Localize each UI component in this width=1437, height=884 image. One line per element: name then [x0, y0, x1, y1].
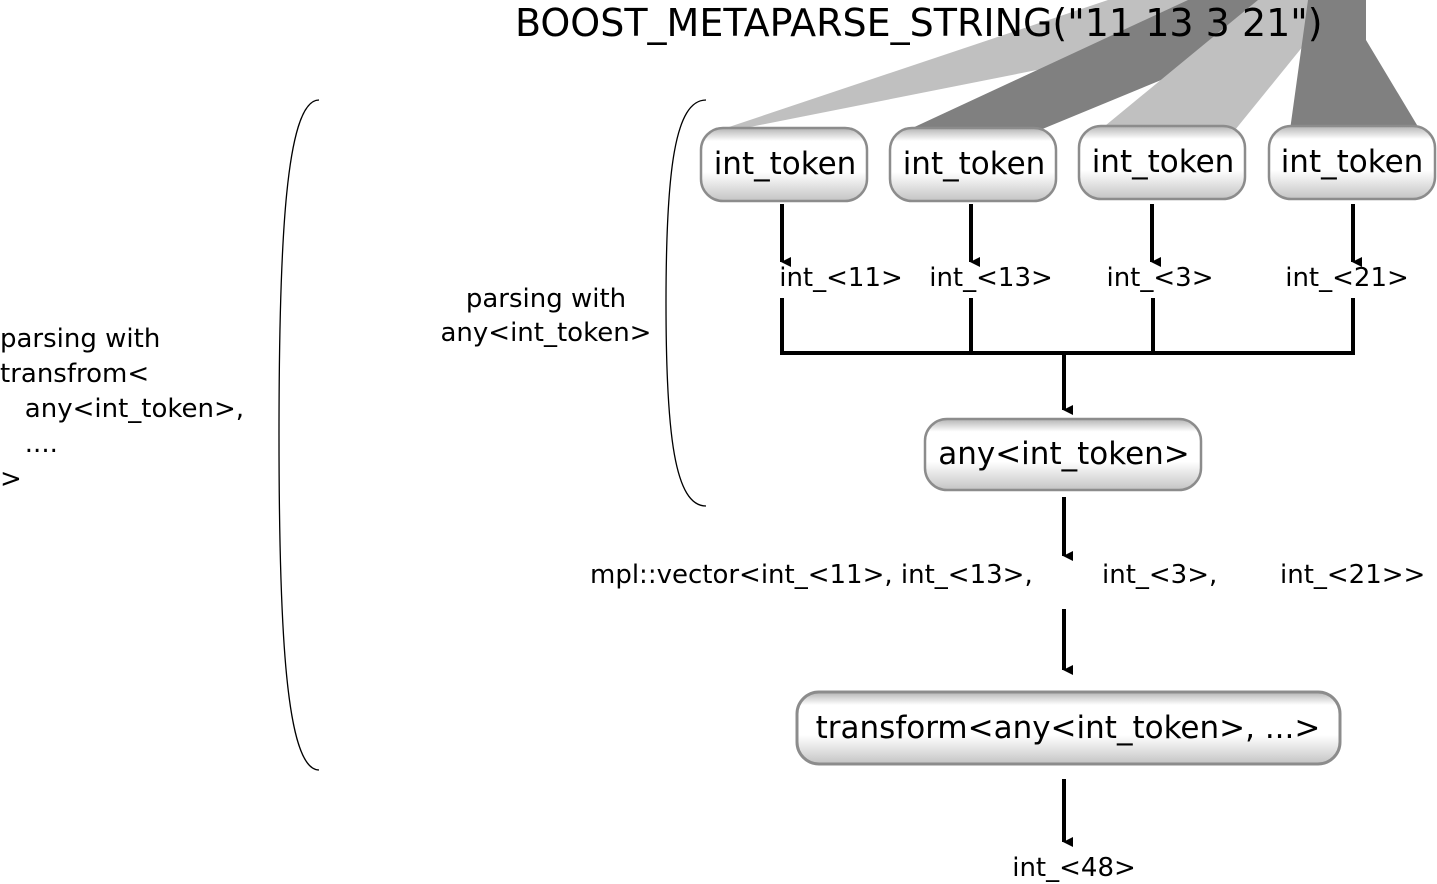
int-token-box-4: int_token: [1267, 124, 1437, 201]
combine-bracket: [780, 298, 1355, 415]
outer-note-line-2: transfrom<: [0, 359, 149, 389]
result-label-4: int_<21>: [1285, 263, 1409, 293]
band-11: [720, 0, 1188, 130]
outer-note-line-4: ....: [0, 429, 58, 459]
result-label-1: int_<11>: [779, 263, 903, 293]
int-token-box-2: int_token: [888, 126, 1058, 203]
int-token-label: int_token: [903, 146, 1046, 182]
outer-note-line-3: any<int_token>,: [0, 394, 244, 424]
transform-box: transform<any<int_token>, ...>: [795, 690, 1342, 766]
int-token-box-3: int_token: [1077, 124, 1247, 201]
result-label-3: int_<3>: [1106, 263, 1213, 293]
int-token-box-1: int_token: [699, 126, 869, 203]
any-box-label: any<int_token>: [938, 436, 1190, 472]
int-token-label: int_token: [1281, 144, 1424, 180]
int-token-label: int_token: [714, 146, 857, 182]
final-result-label: int_<48>: [1012, 853, 1136, 883]
inner-bracket: [665, 99, 707, 507]
vector-part-1: mpl::vector<int_<11>, int_<13>,: [590, 560, 1033, 590]
transform-box-label: transform<any<int_token>, ...>: [816, 710, 1321, 746]
metaparse-string-title: BOOST_METAPARSE_STRING("11 13 3 21"): [515, 1, 1323, 45]
outer-note-line-5: >: [0, 464, 22, 494]
any-int-token-box: any<int_token>: [923, 417, 1203, 492]
outer-bracket: [278, 99, 320, 771]
vector-part-3: int_<21>>: [1280, 560, 1425, 590]
token-arrows: [780, 204, 1362, 267]
band-13: [908, 0, 1258, 130]
band-3: [1100, 0, 1308, 130]
outer-note-line-1: parsing with: [0, 324, 160, 354]
int-token-label: int_token: [1092, 144, 1235, 180]
result-label-2: int_<13>: [929, 263, 1053, 293]
token-bands: [720, 0, 1420, 130]
vector-part-2: int_<3>,: [1102, 560, 1217, 590]
band-21: [1290, 0, 1420, 130]
outer-note: parsing with transfrom< any<int_token>, …: [0, 0, 285, 494]
inner-note-line-2: any<int_token>: [441, 318, 652, 348]
inner-note-line-1: parsing with: [466, 284, 626, 314]
